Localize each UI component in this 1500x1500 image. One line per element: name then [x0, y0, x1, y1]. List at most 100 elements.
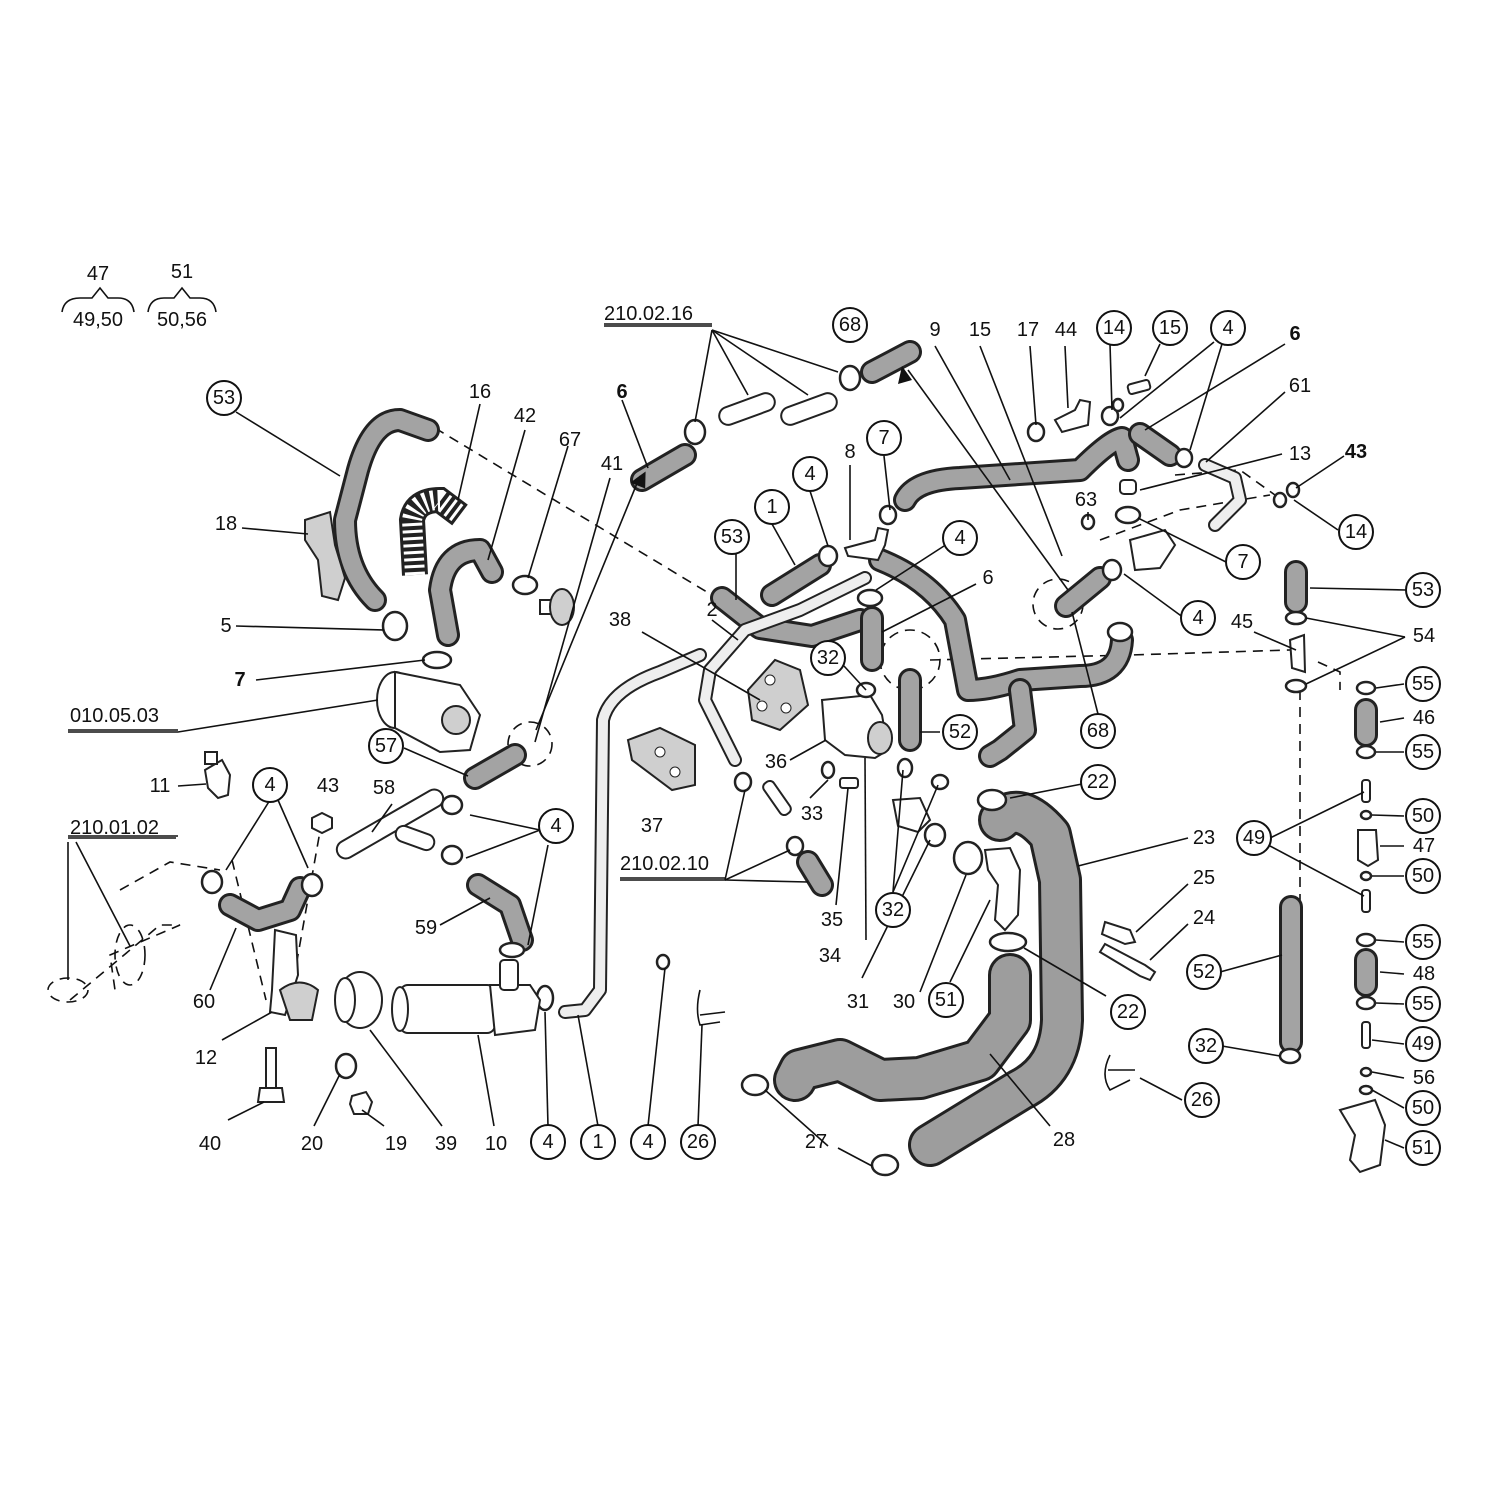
label-22-b: 22 — [1117, 1001, 1139, 1023]
label-61: 61 — [1289, 375, 1311, 397]
kit-47-bottom: 49,50 — [73, 309, 123, 331]
label-20: 20 — [301, 1133, 323, 1155]
label-4-g: 4 — [1222, 317, 1233, 339]
clamp-top-a — [683, 418, 707, 446]
label-8: 8 — [844, 441, 855, 463]
label-58: 58 — [373, 777, 395, 799]
label-63: 63 — [1075, 489, 1097, 511]
label-7-left: 7 — [234, 669, 245, 691]
label-5: 5 — [220, 615, 231, 637]
label-7-b: 7 — [1237, 551, 1248, 573]
label-11: 11 — [150, 775, 171, 797]
label-34: 34 — [819, 945, 841, 967]
part-labels: 53 57 4 4 4 1 4 26 68 4 1 7 53 4 32 52 3… — [150, 314, 1436, 1159]
label-55-b: 55 — [1412, 741, 1434, 763]
label-1-top: 1 — [766, 496, 777, 518]
reference-codes: 210.02.16 010.05.03 210.01.02 210.02.10 — [70, 303, 709, 875]
label-48: 48 — [1413, 963, 1435, 985]
label-55-a: 55 — [1412, 673, 1434, 695]
clamp-top-b — [838, 364, 862, 392]
elbow-44 — [1053, 398, 1092, 434]
flange-38 — [746, 658, 810, 732]
label-10: 10 — [485, 1133, 507, 1155]
label-26-b: 26 — [1191, 1089, 1213, 1111]
label-35: 35 — [821, 909, 843, 931]
label-37: 37 — [641, 815, 663, 837]
label-14-b: 14 — [1345, 521, 1367, 543]
label-17: 17 — [1017, 319, 1039, 341]
label-51-b: 51 — [1412, 1137, 1434, 1159]
label-38: 38 — [609, 609, 631, 631]
pulley-ghost — [47, 924, 146, 1003]
pipe-58 — [335, 788, 445, 860]
sensor-11 — [203, 758, 232, 800]
grommet-39 — [334, 971, 383, 1029]
connector-51-right — [1338, 1098, 1387, 1174]
label-26-a: 26 — [687, 1131, 709, 1153]
label-18: 18 — [215, 513, 237, 535]
label-55-c: 55 — [1412, 931, 1434, 953]
label-68-top: 68 — [839, 314, 861, 336]
label-42: 42 — [514, 405, 536, 427]
label-25: 25 — [1193, 867, 1215, 889]
label-4-f: 4 — [954, 527, 965, 549]
label-51-a: 51 — [935, 989, 957, 1011]
label-4-h: 4 — [1192, 607, 1203, 629]
pipe-1 — [558, 648, 707, 1019]
label-4-a: 4 — [264, 774, 275, 796]
clamp-22-bottom — [988, 931, 1028, 953]
label-60: 60 — [193, 991, 215, 1013]
label-4-e: 4 — [804, 463, 815, 485]
label-32-a: 32 — [817, 647, 839, 669]
label-32-b: 32 — [882, 899, 904, 921]
label-57: 57 — [375, 735, 397, 757]
label-53-topleft: 53 — [213, 387, 235, 409]
label-50-a: 50 — [1412, 805, 1434, 827]
bracket-18 — [304, 510, 347, 602]
flange-37 — [626, 726, 696, 792]
label-1-bottom: 1 — [592, 1131, 603, 1153]
label-52-right: 52 — [1193, 961, 1215, 983]
label-53-mid: 53 — [721, 526, 743, 548]
label-13: 13 — [1289, 443, 1311, 465]
kit-47-top: 47 — [87, 263, 109, 285]
label-50-c: 50 — [1412, 1097, 1434, 1119]
label-4-c: 4 — [542, 1131, 553, 1153]
kit-51-bottom: 50,56 — [157, 309, 207, 331]
label-28: 28 — [1053, 1129, 1075, 1151]
clamp-7-left — [421, 650, 453, 670]
label-49-a: 49 — [1243, 827, 1265, 849]
clamp-67 — [511, 574, 539, 596]
label-2: 2 — [706, 599, 717, 621]
label-15-top: 15 — [969, 319, 991, 341]
clip-26-right — [1104, 1054, 1135, 1092]
label-56: 56 — [1413, 1067, 1435, 1089]
label-43-right: 43 — [1345, 441, 1367, 463]
label-24: 24 — [1193, 907, 1215, 929]
clamp-5 — [381, 610, 409, 642]
components — [47, 364, 1387, 1177]
bolt-24 — [1098, 942, 1157, 982]
label-59: 59 — [415, 917, 437, 939]
label-52-center: 52 — [949, 721, 971, 743]
dashed-connection-lines — [69, 427, 1341, 1001]
pump-10 — [391, 959, 542, 1037]
label-19: 19 — [385, 1133, 407, 1155]
label-46: 46 — [1413, 707, 1435, 729]
circled-callouts — [206, 307, 1441, 1166]
underlines — [68, 325, 725, 879]
bolt-25 — [1100, 920, 1137, 946]
label-9: 9 — [929, 319, 940, 341]
label-27: 27 — [805, 1131, 827, 1153]
bolt-40 — [256, 1047, 286, 1103]
clamp-27-a — [740, 1073, 770, 1097]
label-7-a: 7 — [878, 427, 889, 449]
label-12: 12 — [195, 1047, 217, 1069]
label-33: 33 — [801, 803, 823, 825]
kit-notation: 47 49,50 51 50,56 — [73, 261, 207, 331]
label-4-b: 4 — [550, 815, 561, 837]
label-49-b: 49 — [1412, 1033, 1434, 1055]
arrows — [535, 366, 912, 731]
label-32-c: 32 — [1195, 1035, 1217, 1057]
